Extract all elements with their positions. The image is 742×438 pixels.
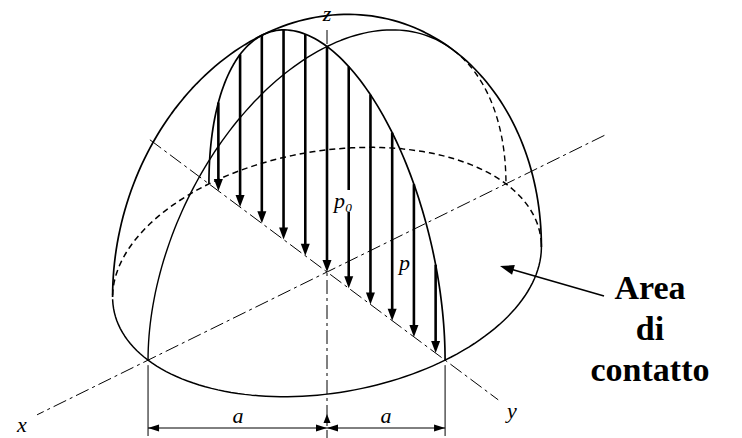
- axis-label: y: [507, 400, 517, 422]
- pressure-arrow: [413, 184, 416, 327]
- dimension-line: [148, 428, 445, 429]
- pressure-arrow: [217, 103, 220, 181]
- y-axis: [150, 140, 498, 400]
- dimension-arrowhead: [327, 425, 338, 432]
- pressure-arrow: [239, 54, 242, 197]
- leader-arrowhead: [500, 265, 515, 275]
- axis-label: z: [323, 3, 332, 25]
- dimension-arrowhead: [148, 425, 159, 432]
- hemisphere-outline: [113, 14, 542, 297]
- pressure-arrowhead: [366, 292, 375, 304]
- meridian-xz: [148, 30, 454, 360]
- pressure-arrowhead: [301, 244, 310, 256]
- pressure-arrowhead: [388, 309, 397, 321]
- leader-line: [510, 269, 604, 296]
- pressure-arrowhead: [409, 325, 418, 337]
- pressure-arrow: [369, 95, 372, 295]
- z-axis: [327, 30, 328, 438]
- dimension-arrowhead: [434, 425, 445, 432]
- axis-label: x: [17, 414, 27, 436]
- pressure-label: p: [397, 252, 412, 274]
- dimension-label: a: [233, 405, 244, 427]
- pressure-arrowhead: [431, 341, 440, 353]
- pressure-arrowhead: [257, 211, 266, 223]
- dimension-arrowhead: [316, 425, 327, 432]
- pressure-arrowhead: [214, 179, 223, 191]
- pressure-arrow: [326, 47, 329, 263]
- pressure-arrow: [282, 30, 285, 230]
- dimension-arrowhead: [324, 414, 331, 423]
- callout-text: Area di contatto: [591, 268, 710, 390]
- pressure-arrowhead: [236, 195, 245, 207]
- x-axis: [37, 135, 604, 414]
- meridian-xz: [454, 50, 506, 184]
- contact-area-outline: [148, 244, 541, 397]
- pressure-arrowhead: [344, 276, 353, 288]
- pressure-arrow: [434, 265, 437, 343]
- dimension-label: a: [381, 405, 392, 427]
- pressure-arrowhead: [279, 228, 288, 240]
- pressure-arrowhead: [323, 260, 332, 272]
- pressure-arrow: [261, 35, 264, 213]
- pressure-arrow: [304, 34, 307, 246]
- pressure-arrow: [391, 133, 394, 311]
- hemisphere-drawing: [37, 14, 604, 438]
- pressure-envelope: [209, 30, 445, 360]
- extension-line: [445, 365, 446, 436]
- extension-line: [148, 365, 149, 436]
- pressure-arrow: [347, 67, 350, 279]
- pressure-label: p₀: [332, 190, 355, 212]
- contact-area-outline: [113, 300, 148, 360]
